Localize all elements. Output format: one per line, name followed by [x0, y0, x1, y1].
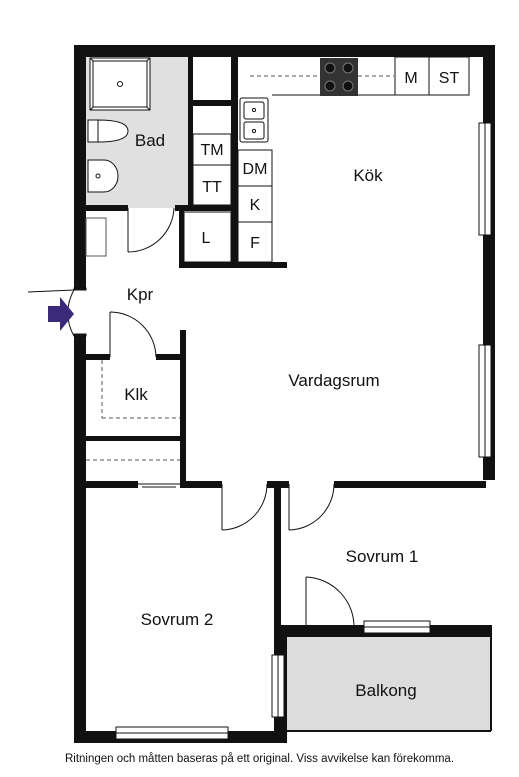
fixture-f: F	[250, 235, 260, 252]
fixture-k: K	[250, 197, 261, 214]
fixture-l: L	[202, 230, 211, 247]
wardrobe-sliding-door	[138, 483, 180, 488]
washbasin	[87, 159, 119, 193]
fixture-st: ST	[439, 70, 460, 87]
entrance-arrow-icon	[48, 297, 74, 331]
closet-lines	[86, 75, 394, 461]
toilet	[87, 119, 99, 143]
windows	[115, 122, 492, 740]
balcony-railing	[287, 637, 492, 732]
interior-doors	[109, 207, 355, 630]
room-label-sovrum1: Sovrum 1	[346, 547, 419, 566]
stove-icon	[320, 58, 358, 96]
fixture-tt: TT	[202, 179, 222, 196]
room-label-klk: Klk	[124, 385, 148, 404]
interior-walls	[86, 57, 486, 633]
fixture-boxes	[183, 56, 470, 263]
bathroom-fixtures	[87, 57, 151, 193]
room-label-bad: Bad	[135, 131, 165, 150]
balcony-floor	[287, 637, 492, 731]
disclaimer-footer: Ritningen och måtten baseras på ett orig…	[64, 753, 455, 765]
room-label-sovrum2: Sovrum 2	[141, 610, 214, 629]
fixture-tm: TM	[200, 142, 223, 159]
kitchen-sink	[239, 97, 269, 143]
room-label-kok: Kök	[353, 166, 383, 185]
floor-plan: TM TT DM K F L M ST Bad Kök Kpr Klk Vard…	[27, 45, 495, 743]
room-label-kpr: Kpr	[127, 285, 154, 304]
room-label-vardagsrum: Vardagsrum	[288, 371, 379, 390]
fixture-m: M	[404, 70, 417, 87]
fixture-dm: DM	[243, 161, 268, 178]
closet-box	[85, 217, 107, 257]
room-label-balkong: Balkong	[355, 681, 416, 700]
